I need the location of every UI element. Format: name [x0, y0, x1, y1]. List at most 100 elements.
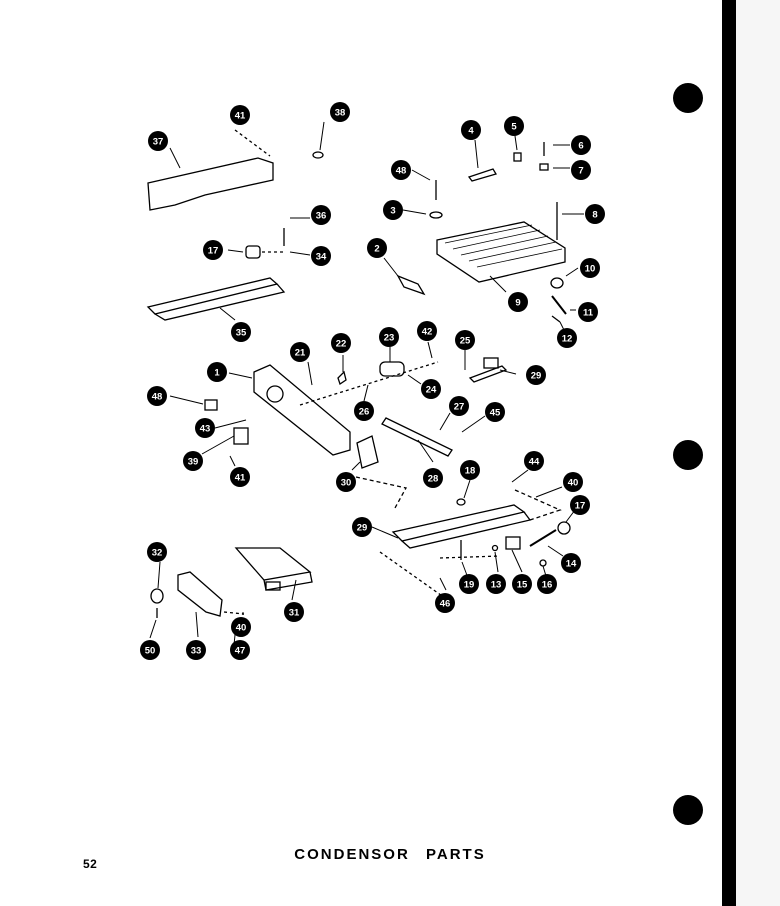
part-fan-shroud [253, 364, 351, 456]
callout-40: 40 [563, 472, 583, 492]
callout-label: 5 [511, 122, 517, 133]
callout-8: 8 [585, 204, 605, 224]
callout-circle [207, 362, 227, 382]
callout-circle [140, 640, 160, 660]
callout-circle [557, 328, 577, 348]
callout-label: 14 [566, 559, 577, 570]
callout-25: 25 [455, 330, 475, 350]
callout-circle [367, 238, 387, 258]
part-grommet [245, 245, 261, 259]
callout-label: 8 [592, 210, 597, 221]
callout-1: 1 [207, 362, 227, 382]
callout-label: 17 [575, 501, 586, 512]
callout-48: 48 [147, 386, 167, 406]
part-grommet [550, 277, 564, 289]
callout-circle [512, 574, 532, 594]
callout-31: 31 [284, 602, 304, 622]
callout-label: 25 [460, 336, 471, 347]
callout-45: 45 [485, 402, 505, 422]
callout-circle [526, 365, 546, 385]
callout-26: 26 [354, 401, 374, 421]
callout-circle [486, 574, 506, 594]
callout-11: 11 [578, 302, 598, 322]
callout-46: 46 [435, 593, 455, 613]
callout-label: 41 [235, 111, 246, 122]
part-clip [429, 211, 443, 219]
leader [379, 551, 501, 599]
callout-circle [460, 460, 480, 480]
callout-circle [352, 517, 372, 537]
callout-44: 44 [524, 451, 544, 471]
callout-label: 47 [235, 646, 246, 657]
part-clip [551, 315, 561, 323]
callout-label: 1 [214, 368, 220, 379]
part-angle-strip [381, 417, 453, 457]
callout-label: 9 [515, 298, 520, 309]
part-rail-side [154, 283, 286, 321]
callout-50: 50 [140, 640, 160, 660]
callout-3: 3 [383, 200, 403, 220]
callout-label: 36 [316, 211, 327, 222]
callout-circle [231, 322, 251, 342]
callout-48: 48 [391, 160, 411, 180]
callout-circle [421, 379, 441, 399]
callout-29: 29 [352, 517, 372, 537]
page-number: 52 [83, 857, 98, 871]
callout-label: 43 [200, 424, 211, 435]
callout-circle [183, 451, 203, 471]
callout-label: 15 [517, 580, 528, 591]
callout-circle [230, 640, 250, 660]
callout-35: 35 [231, 322, 251, 342]
callout-circle [585, 204, 605, 224]
callout-label: 33 [191, 646, 202, 657]
binder-hole [673, 83, 703, 113]
callout-label: 4 [468, 126, 474, 137]
callout-7: 7 [571, 160, 591, 180]
part-side-bracket [177, 571, 223, 617]
callout-circle [231, 617, 251, 637]
callout-23: 23 [379, 327, 399, 347]
callout-14: 14 [561, 553, 581, 573]
part-terminal-block [505, 536, 521, 550]
callout-30: 30 [336, 472, 356, 492]
callout-17: 17 [570, 495, 590, 515]
callout-label: 28 [428, 474, 439, 485]
callout-label: 11 [583, 308, 594, 319]
callout-label: 48 [396, 166, 407, 177]
callout-5: 5 [504, 116, 524, 136]
callout-label: 29 [531, 371, 542, 382]
callout-27: 27 [449, 396, 469, 416]
callout-33: 33 [186, 640, 206, 660]
callout-circle [580, 258, 600, 278]
callout-circle [561, 553, 581, 573]
callout-circle [459, 574, 479, 594]
leader [355, 476, 562, 521]
callout-label: 23 [384, 333, 395, 344]
callout-label: 3 [390, 206, 395, 217]
part-rod [529, 529, 557, 547]
binder-hole [673, 440, 703, 470]
callout-label: 40 [236, 623, 247, 634]
callout-circle [571, 160, 591, 180]
callout-32: 32 [147, 542, 167, 562]
callout-15: 15 [512, 574, 532, 594]
part-screw [312, 151, 324, 159]
callout-9: 9 [508, 292, 528, 312]
part-drain-pan [234, 547, 312, 581]
part-base-rail [391, 504, 526, 542]
callout-28: 28 [423, 468, 443, 488]
callout-label: 38 [335, 108, 346, 119]
callout-circle [311, 246, 331, 266]
callout-circle [203, 240, 223, 260]
part-drain-tube [468, 365, 508, 383]
callout-24: 24 [421, 379, 441, 399]
callout-16: 16 [537, 574, 557, 594]
callout-circle [461, 120, 481, 140]
callout-circle [284, 602, 304, 622]
callout-circle [578, 302, 598, 322]
callout-circle [383, 200, 403, 220]
callout-circle [563, 472, 583, 492]
callout-label: 10 [585, 264, 596, 275]
callout-label: 24 [426, 385, 437, 396]
callout-label: 19 [464, 580, 475, 591]
